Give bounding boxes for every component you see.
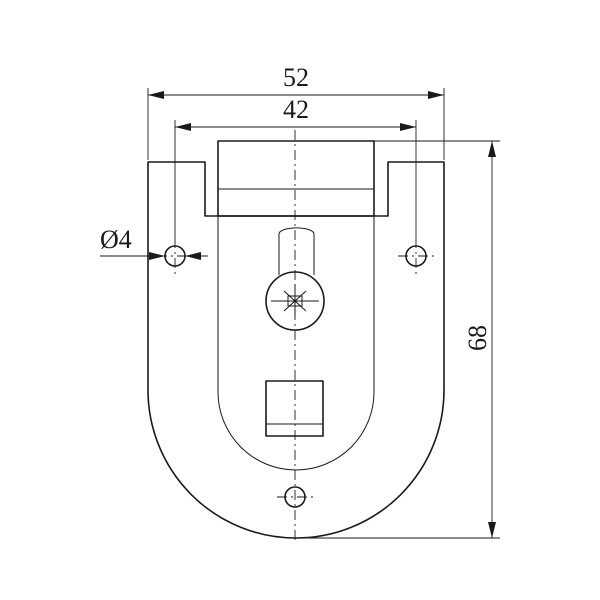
bracket-inner-recess [217,216,375,471]
top-clip-block [217,140,375,217]
dimension-hole-diameter-label: Ø4 [100,225,132,254]
dimension-overall-height: 68 [300,140,500,539]
dimension-overall-height-label: 68 [463,325,492,351]
dimension-hole-spacing: 42 [174,95,417,238]
bracket-outer-outline [147,161,445,539]
dimension-hole-diameter: Ø4 [100,225,208,260]
dimension-overall-width: 52 [147,63,445,160]
dimension-overall-width-label: 52 [283,63,309,92]
catch-window [265,380,324,437]
dimension-hole-spacing-label: 42 [283,95,309,124]
cam-slot [278,227,315,275]
